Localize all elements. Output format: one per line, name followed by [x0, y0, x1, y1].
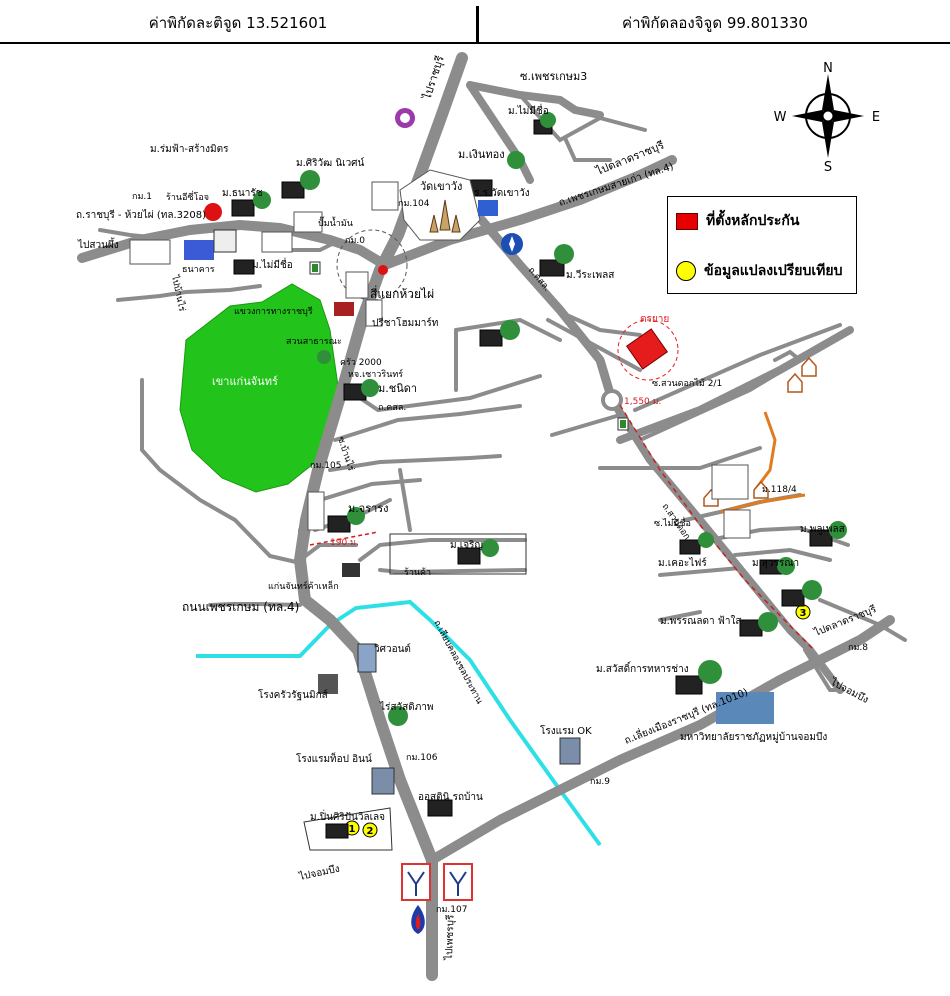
distance-line-190 — [309, 531, 379, 546]
roundabout — [601, 389, 623, 411]
label-wat-khao-wang: วัดเขาวัง — [420, 180, 462, 193]
label-m-thanarat: ม.ธนารัช — [222, 188, 263, 199]
label-kruathai: ครัว 2000 — [340, 358, 382, 368]
poi-icons — [184, 108, 774, 934]
label-vit-anon: วิศวอนต์ — [374, 643, 411, 655]
label-m-sawasdi: ม.สวัสดิ์การทหารช่าง — [596, 661, 689, 675]
latitude-label: ค่าพิกัดละติจูด 13.521601 — [148, 14, 328, 32]
label-soi-dandok: ซ.สวนดอกไม้ 2/1 — [652, 378, 722, 389]
label-kaen-jan-steel: แก่นจันทร์ค้าเหล็ก — [268, 579, 339, 592]
label-km104: กม.104 — [398, 199, 430, 209]
label-km1: กม.1 — [132, 192, 152, 202]
compare-marker-1: 1 — [349, 824, 356, 835]
label-university: มหาวิทยาลัยราชภัฏหมู่บ้านจอมบึง — [680, 731, 827, 743]
map-labels: ถนนเพชรเกษม (ทล.4) ไปราชบุรี ซ.เพชรเกษม3… — [76, 54, 879, 961]
label-m-romfah: ม.ร่มฟ้า-สร้างมิตร — [150, 143, 229, 155]
label-m-keawfai: ม.เคอะไฟร์ — [658, 557, 707, 569]
label-hotel-ok: โรงแรม OK — [540, 724, 592, 737]
label-kaosan: ออสตินิ รถบ้าน — [418, 791, 483, 803]
legend-item-site: ที่ตั้งหลักประกัน — [676, 209, 799, 233]
label-m-jaroen: ม.เจริญ — [450, 540, 483, 551]
label-ratchaburi-huai-phai: ถ.ราชบุรี - ห้วยไผ่ (ทล.3208) — [76, 209, 206, 221]
label-prisa-home: ปรีชาโฮมมาร์ท — [372, 316, 438, 329]
orange-roads — [719, 411, 806, 514]
label-chawarin: หจ.เชาวรินทร์ — [348, 368, 403, 380]
header-divider — [476, 6, 479, 44]
legend-site-label: ที่ตั้งหลักประกัน — [706, 213, 800, 229]
label-m-pimsiri: ม.ปิ่นศิริปันวิลเลจ — [310, 809, 385, 823]
label-school: ร.ร.วัดเขาวัง — [474, 188, 530, 199]
label-m-maimichue: ม.ไม่มีชื่อ — [252, 257, 293, 271]
label-gs-petrol: ปั๊มน้ำมัน — [318, 216, 353, 229]
building-icons — [231, 119, 833, 839]
label-m-maimichue2: ม.ไม่มีชื่อ — [508, 103, 549, 117]
label-km8: กม.8 — [848, 643, 868, 653]
compound-outlines — [303, 533, 527, 851]
label-highway-office: แขวงการทางราชบุรี — [234, 306, 313, 317]
label-m-pannalada: ม.พรรณลดา ฟ้าใส — [660, 615, 741, 627]
label-road-ksl: ถ.คสล. — [378, 403, 406, 413]
compass-rose: N S W E — [774, 61, 881, 174]
label-km105: กม.105 — [310, 461, 341, 471]
label-to-suan-phueng: ไปสวนผึ้ง — [77, 237, 119, 251]
label-km107: กม.107 — [436, 905, 467, 915]
longitude-label: ค่าพิกัดลองจิจูด 99.801330 — [622, 14, 808, 32]
temple-icon — [429, 199, 461, 233]
legend-compare-label: ข้อมูลแปลงเปรียบเทียบ — [704, 263, 843, 279]
label-to-phetchaburi: ไปเพชรบุรี — [443, 914, 457, 961]
label-distance1: 1,550 ม. — [624, 397, 661, 407]
compass-w: W — [774, 110, 787, 125]
label-m-siriwat: ม.ศิริวัฒ นิเวศน์ — [296, 157, 365, 169]
compare-circle-icon — [676, 261, 696, 281]
label-suan-sadharana: สวนสาธารณะ — [286, 337, 342, 347]
crosswalks — [129, 181, 751, 539]
site-label: ตรยาย — [640, 314, 669, 325]
compare-marker-3: 3 — [800, 608, 807, 619]
label-bank: ธนาคาร — [182, 265, 215, 275]
label-m-ngern: ม.เงินทอง — [458, 148, 505, 161]
junction-circle — [336, 229, 408, 301]
label-km0: กม.0 — [345, 236, 365, 246]
label-shop: ร้านอีซี่โอจ — [166, 190, 209, 203]
compass-n: N — [823, 61, 833, 76]
irrigation-canal — [196, 599, 602, 847]
wat-khao-wang-area — [399, 169, 481, 241]
house-icons — [703, 356, 817, 507]
label-rai-ban: ร้านค้า — [404, 567, 431, 578]
label-junction: สี่แยกห้วยไผ่ — [370, 285, 434, 301]
label-m-jaras: ม.จรารง — [348, 502, 389, 515]
label-m-chanida: ม.ชนิดา — [378, 382, 417, 395]
tree-icons — [253, 112, 847, 726]
label-m-suanwa: ม.สุวรรณา — [752, 558, 799, 569]
label-songwat: ไร่สวัสดิภาพ — [379, 701, 434, 713]
site-square-icon — [676, 212, 698, 230]
map-legend: ที่ตั้งหลักประกัน ข้อมูลแปลงเปรียบเทียบ — [667, 196, 857, 294]
compass-e: E — [872, 110, 880, 125]
label-km9: กม.9 — [590, 777, 610, 787]
label-m-118-4: ม.118/4 — [762, 485, 797, 495]
compass-s: S — [824, 160, 832, 174]
main-roads — [77, 52, 895, 981]
label-khao-kaen-jan: เขาแก่นจันทร์ — [212, 375, 278, 388]
label-m-pakwaeng: ม.พลูเพลส — [800, 524, 845, 535]
collateral-site-marker: ตรยาย — [617, 314, 679, 381]
label-hotel-topin: โรงแรมท็อป อินน์ — [296, 751, 372, 765]
label-distance2: 190 ม. — [330, 538, 359, 548]
label-rongkot: โรงครัวรัฐนมิกส์ — [258, 688, 328, 701]
compare-marker-2: 2 — [367, 826, 374, 837]
label-m-wirawalit: ม.วีระเพลส — [566, 269, 614, 281]
label-petchkasem-main: ถนนเพชรเกษม (ทล.4) — [182, 600, 299, 614]
label-chaloem: ถ.เลียบคลองชลประทาน — [431, 618, 485, 706]
distance-line-site — [619, 404, 813, 649]
label-to-chombueng-2: ไปจอมบึง — [297, 863, 341, 884]
label-soi-petchkasem3: ซ.เพชรเกษม3 — [520, 70, 587, 83]
label-km106: กม.106 — [406, 753, 438, 763]
coordinate-header: ค่าพิกัดละติจูด 13.521601 ค่าพิกัดลองจิจ… — [0, 0, 950, 44]
label-m-maimichue3: ซ.ไม่มีชื่อ — [654, 516, 691, 529]
legend-item-compare: ข้อมูลแปลงเปรียบเทียบ — [676, 259, 843, 283]
